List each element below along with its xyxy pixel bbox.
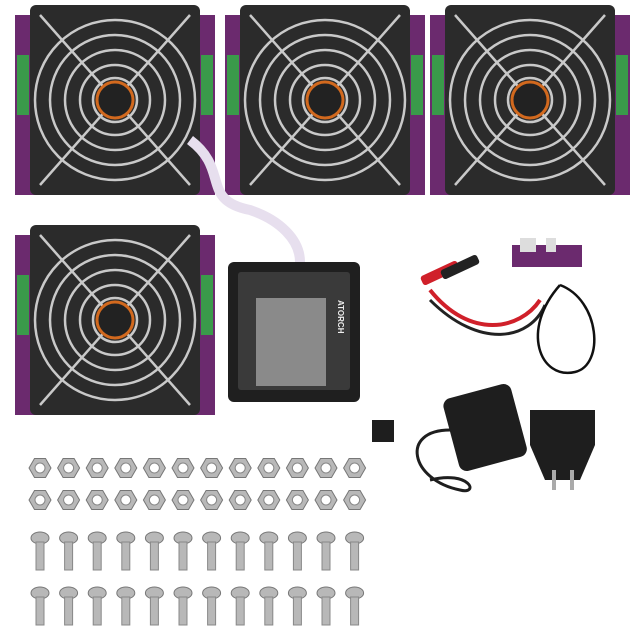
fan-hub bbox=[95, 300, 135, 340]
fan-grill-ring bbox=[463, 33, 597, 167]
screw-shaft bbox=[121, 596, 131, 626]
screw-shaft bbox=[35, 541, 45, 571]
screw-shaft bbox=[321, 541, 331, 571]
load-boards bbox=[15, 5, 630, 415]
screw-shaft bbox=[235, 541, 245, 571]
screw-shaft bbox=[121, 541, 131, 571]
nut-hole bbox=[120, 494, 132, 506]
temperature-probe-cable bbox=[536, 283, 596, 375]
screw-shaft bbox=[207, 596, 217, 626]
nut-hole bbox=[206, 494, 218, 506]
nut-hole bbox=[234, 462, 246, 474]
fan-grill-ring bbox=[288, 63, 362, 137]
load-board bbox=[15, 5, 215, 195]
terminal-block bbox=[17, 275, 29, 335]
screw-shaft bbox=[292, 541, 302, 571]
screw-shaft bbox=[207, 541, 217, 571]
screw-shaft bbox=[264, 541, 274, 571]
fan-grill-ring bbox=[33, 18, 197, 182]
nut-hole bbox=[148, 462, 160, 474]
fan-grill-ring bbox=[493, 63, 567, 137]
load-board bbox=[430, 5, 630, 195]
nut-hole bbox=[91, 462, 103, 474]
usb-module bbox=[512, 238, 582, 267]
fan-grill-ring bbox=[91, 76, 139, 124]
nut-hole bbox=[63, 462, 75, 474]
fan-grill-ring bbox=[48, 253, 182, 387]
load-board bbox=[15, 225, 215, 415]
screw-shaft bbox=[64, 541, 74, 571]
fan-grill-ring bbox=[48, 33, 182, 167]
ribbon-cable bbox=[186, 136, 305, 263]
fan-hub bbox=[95, 80, 135, 120]
power-adapter bbox=[372, 384, 527, 493]
terminal-block bbox=[432, 55, 444, 115]
fan-grill-ring bbox=[273, 48, 377, 152]
nut-hole bbox=[206, 462, 218, 474]
fan-grill-ring bbox=[258, 33, 392, 167]
nut-hole bbox=[263, 494, 275, 506]
screw-shaft bbox=[149, 541, 159, 571]
nut-hole bbox=[320, 462, 332, 474]
nut-hole bbox=[291, 462, 303, 474]
nut-hole bbox=[63, 494, 75, 506]
screw-shaft bbox=[92, 596, 102, 626]
nut-hole bbox=[177, 462, 189, 474]
nut-hole bbox=[34, 462, 46, 474]
fan-grill-ring bbox=[33, 238, 197, 402]
screw-shaft bbox=[350, 596, 360, 626]
nut-hole bbox=[349, 494, 361, 506]
load-board bbox=[225, 5, 425, 195]
nut-hole bbox=[120, 462, 132, 474]
fan-grill-ring bbox=[63, 48, 167, 152]
terminal-block bbox=[17, 55, 29, 115]
screw-shaft bbox=[321, 596, 331, 626]
nut-hole bbox=[320, 494, 332, 506]
display-logo: ATORCH bbox=[336, 300, 345, 334]
fan-grill-ring bbox=[78, 63, 152, 137]
nuts-and-screws bbox=[28, 457, 367, 626]
screw-shaft bbox=[235, 596, 245, 626]
fan-grill-ring bbox=[506, 76, 554, 124]
terminal-block bbox=[616, 55, 628, 115]
screw-shaft bbox=[264, 596, 274, 626]
nut-hole bbox=[263, 462, 275, 474]
fan-grill-ring bbox=[78, 283, 152, 357]
plug-adapter bbox=[530, 410, 595, 490]
terminal-block bbox=[411, 55, 423, 115]
nut-hole bbox=[91, 494, 103, 506]
fan-grill-ring bbox=[63, 268, 167, 372]
screw-shaft bbox=[92, 541, 102, 571]
screw-shaft bbox=[178, 541, 188, 571]
fan-grill-ring bbox=[91, 296, 139, 344]
terminal-block bbox=[201, 55, 213, 115]
screw-shaft bbox=[292, 596, 302, 626]
fan-grill-ring bbox=[448, 18, 612, 182]
display-meter: ATORCH bbox=[228, 262, 360, 402]
nut-hole bbox=[34, 494, 46, 506]
terminal-block bbox=[227, 55, 239, 115]
screw-shaft bbox=[64, 596, 74, 626]
screw-shaft bbox=[350, 541, 360, 571]
terminal-block bbox=[201, 275, 213, 335]
nut-hole bbox=[291, 494, 303, 506]
nut-hole bbox=[148, 494, 160, 506]
screw-shaft bbox=[178, 596, 188, 626]
fan-grill-ring bbox=[478, 48, 582, 152]
nut-hole bbox=[177, 494, 189, 506]
nut-hole bbox=[234, 494, 246, 506]
alligator-clip-leads bbox=[420, 255, 547, 336]
fan-hub bbox=[510, 80, 550, 120]
fan-grill-ring bbox=[243, 18, 407, 182]
fan-hub bbox=[305, 80, 345, 120]
fan-grill-ring bbox=[301, 76, 349, 124]
nut-hole bbox=[349, 462, 361, 474]
screw-shaft bbox=[35, 596, 45, 626]
screw-shaft bbox=[149, 596, 159, 626]
